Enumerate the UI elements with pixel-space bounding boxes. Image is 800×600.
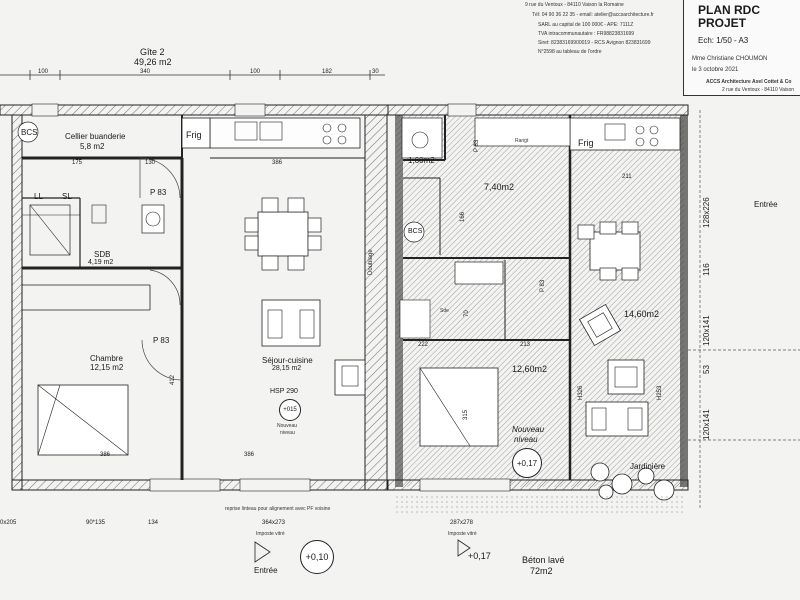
dim-388: 386 <box>244 452 255 458</box>
plan-subtitle: PROJET <box>698 16 747 30</box>
firm-line-5: Siret: 82383169900019 - RCS Avignon 8238… <box>538 40 651 46</box>
wc-area: 1,60m2 <box>408 156 435 165</box>
dim-120b: 120x141 <box>702 409 711 440</box>
dim-315: 315 <box>463 409 469 420</box>
dim-70: 70 <box>464 310 470 317</box>
dim-175: 175 <box>72 160 83 166</box>
dining-table-right <box>589 231 641 271</box>
firm-line-1: 9 rue du Ventoux - 84110 Vaison la Romai… <box>525 2 624 8</box>
dim-53: 53 <box>702 365 711 374</box>
beton-lave: Béton lavé <box>522 555 565 565</box>
wall-party <box>364 114 388 491</box>
firm-line-6: N°2598 au tableau de l'ordre <box>538 49 602 55</box>
dim-130: 130 <box>145 160 156 166</box>
level-010-marker: +0,10 <box>300 540 334 574</box>
nouveau-niveau-right-2: niveau <box>514 435 538 444</box>
dim-120a: 120x141 <box>702 315 711 346</box>
firm-line-2: Tél: 04 90 36 22 35 - email: atelier@acc… <box>532 12 654 18</box>
dim-412: 412 <box>170 374 176 385</box>
dim-128x226: 128x226 <box>702 197 711 228</box>
gite-area: 49,26 m2 <box>134 57 172 67</box>
frig-right: Frig <box>578 138 594 148</box>
dim-386: 386 <box>272 160 283 166</box>
dim-364: 364x273 <box>262 520 286 526</box>
dim-top-2: 340 <box>140 69 151 75</box>
imposte-right: Imposte vitré <box>448 531 477 537</box>
imposte-left: Imposte vitré <box>256 531 285 537</box>
kitchen-counter <box>209 117 361 149</box>
sl-label: SL <box>62 192 72 201</box>
door-p83-2: P 83 <box>153 336 170 345</box>
level-017b: +0,17 <box>468 551 491 561</box>
cellier-name: Cellier buanderie <box>65 132 126 141</box>
plan-scale: Ech: 1/50 - A3 <box>698 36 749 45</box>
level-015-marker: +015 <box>279 399 301 421</box>
dim-222: 222 <box>418 342 429 348</box>
door-p83-3: P 83 <box>474 139 480 152</box>
h253-label: H253 <box>657 385 663 400</box>
plan-date: le 3 octobre 2021 <box>692 67 739 73</box>
bed-right <box>419 367 499 447</box>
entree-left: Entrée <box>254 566 278 575</box>
wall-left <box>11 114 23 491</box>
nouveau-niveau-right-1: Nouveau <box>512 425 545 434</box>
ll-label: LL <box>34 192 43 201</box>
sejour-area: 28,15 m2 <box>272 365 302 372</box>
cellier-area: 5,8 m2 <box>80 142 105 151</box>
client-name: Mme Christiane CHOUMON <box>692 56 768 62</box>
nouveau-label-1: Nouveau <box>277 423 298 429</box>
level-017-marker: +0,17 <box>512 448 542 478</box>
salon-area: 14,60m2 <box>624 309 660 319</box>
frig-left: Frig <box>186 130 202 140</box>
dim-top-4: 182 <box>322 69 333 75</box>
plan-title: PLAN RDC <box>698 3 760 17</box>
dim-top-1: 100 <box>38 69 49 75</box>
bedroom2-area: 12,60m2 <box>512 364 548 374</box>
dim-top-3: 100 <box>250 69 261 75</box>
dim-166: 166 <box>460 211 466 222</box>
rangt-label: Rangt <box>515 138 529 144</box>
dim-211: 211 <box>622 174 632 180</box>
sejour-name: Séjour-cuisine <box>262 356 313 365</box>
gite-name: Gîte 2 <box>140 47 165 57</box>
title-block: PLAN RDC PROJET Ech: 1/50 - A3 Mme Chris… <box>683 0 800 96</box>
dim-134: 134 <box>148 520 159 526</box>
nouveau-label-2: niveau <box>280 430 295 436</box>
chambre-name: Chambre <box>90 354 123 363</box>
dim-287: 287x278 <box>450 520 474 526</box>
dim-386b: 386 <box>100 452 111 458</box>
reprise-note: reprise linteau pour alignement avec PF … <box>225 506 331 512</box>
dim-0x205: 0x205 <box>0 520 17 526</box>
sdb-area: 4,19 m2 <box>88 259 114 266</box>
dim-top-5: 30 <box>372 69 379 75</box>
jardiniere-label: Jardinière <box>630 462 666 471</box>
firm-address: 2 rue du Ventoux - 84110 Vaison <box>722 87 795 93</box>
sofa-right <box>585 401 649 437</box>
doublage-left: Doublage <box>368 249 374 275</box>
dim-116: 116 <box>702 263 711 276</box>
door-p83-4: P 83 <box>540 279 546 292</box>
entree-right: Entrée <box>754 200 778 209</box>
firm-line-3: SARL au capital de 100 000€ - APE: 7111Z <box>538 22 634 28</box>
wall-top-right <box>387 104 689 116</box>
dim-213: 213 <box>520 342 531 348</box>
dim-90: 90*135 <box>86 520 106 526</box>
bcs-label-left: BCS <box>21 128 38 137</box>
sdb-name: SDB <box>94 250 111 259</box>
chambre-area: 12,15 m2 <box>90 363 124 372</box>
door-p83-1: P 83 <box>150 188 167 197</box>
sde-label: Sde <box>440 308 449 314</box>
sofa-left <box>261 299 321 347</box>
bcs-label-right: BCS <box>408 228 423 235</box>
hsp-label: HSP 290 <box>270 388 298 395</box>
firm-line-4: TVA intracommunautaire : FR98823831699 <box>538 31 635 37</box>
firm-name: ACCS Architecture Axel Cottet & Co <box>706 79 792 85</box>
wall-right <box>680 115 688 487</box>
beton-area: 72m2 <box>530 566 553 576</box>
h326-label: H326 <box>578 385 584 400</box>
entry-area: 7,40m2 <box>484 182 515 192</box>
dining-table-left <box>257 211 309 257</box>
